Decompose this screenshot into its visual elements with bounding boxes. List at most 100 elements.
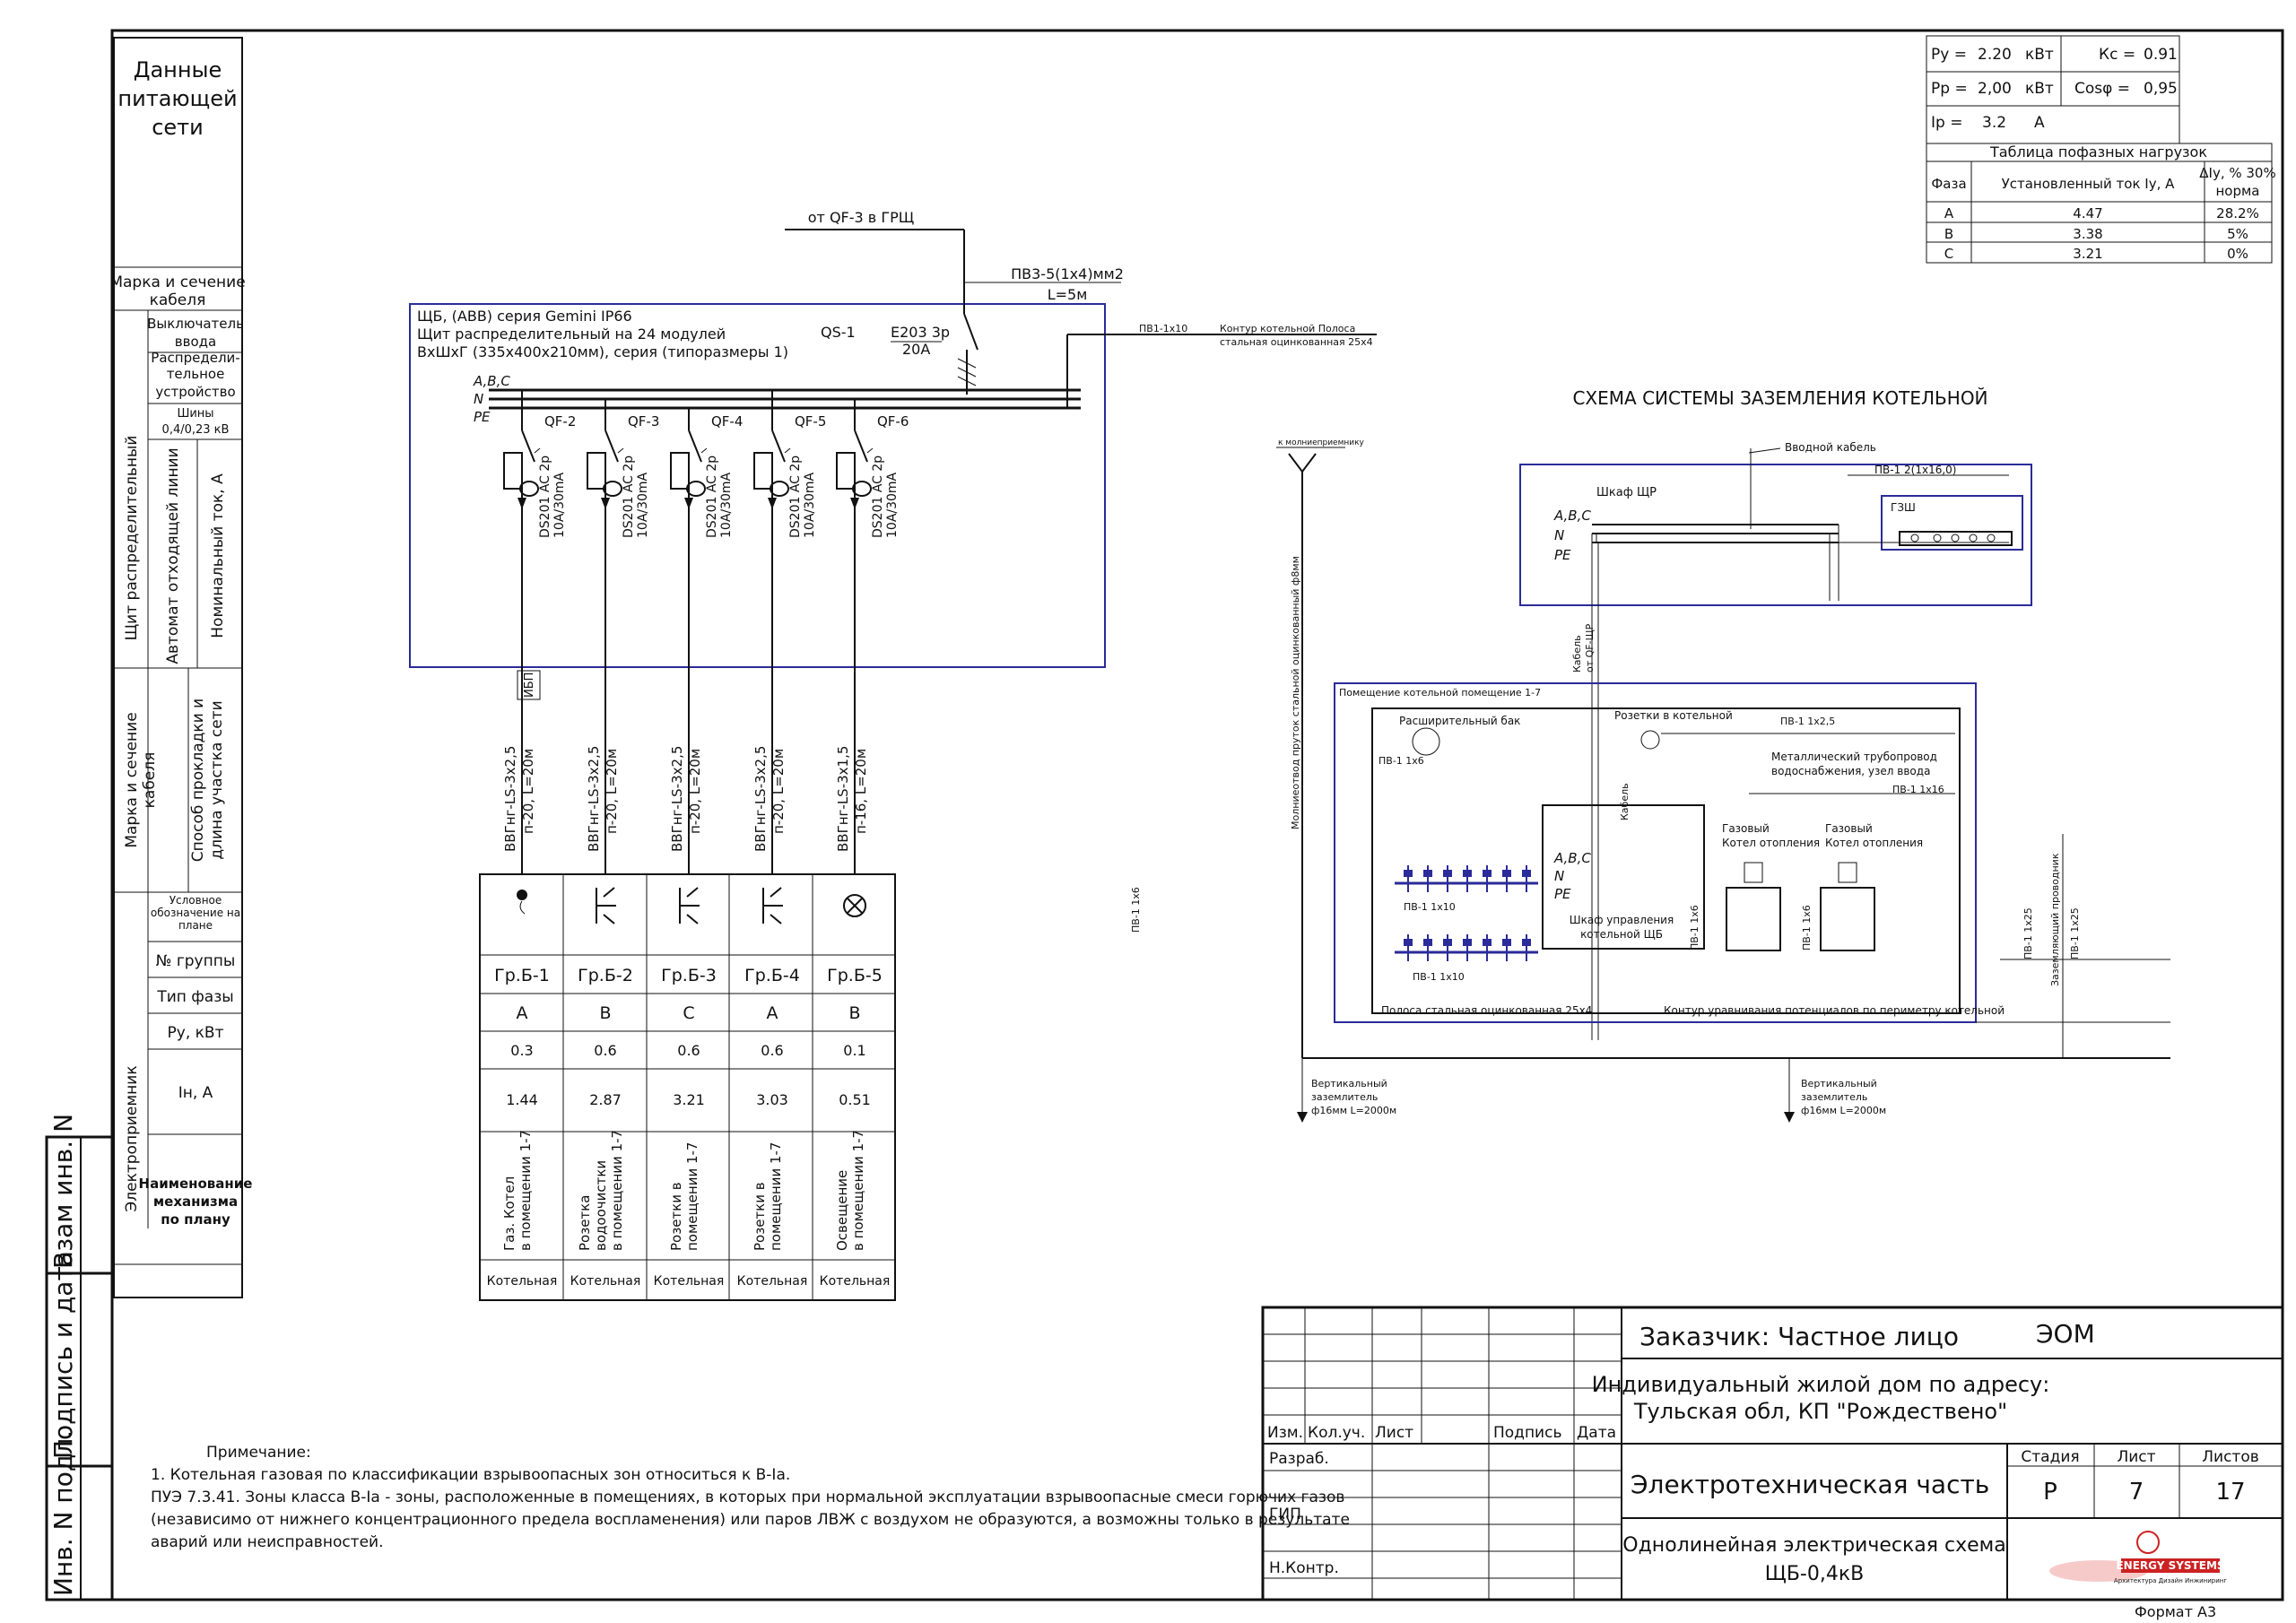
row-a-current: 4.47 xyxy=(2073,205,2102,221)
drawing-l1: Однолинейная электрическая схема xyxy=(1622,1534,2005,1557)
cable-out-l1: Марка и сечение xyxy=(123,712,141,847)
manifold-valve xyxy=(1423,865,1432,892)
vertical-stamp: Взам инв. N Подпись и дата Инв. N подл. xyxy=(45,1114,114,1601)
note-line4: аварий или неисправностей. xyxy=(151,1533,384,1551)
cable-from-l1: Кабель xyxy=(1571,635,1583,673)
pp-label: Рр = xyxy=(1931,80,1968,98)
rod2-l3: ф16мм L=2000м xyxy=(1801,1105,1886,1116)
switch-in-l1: Выключатель xyxy=(147,316,244,332)
format-label: Формат А3 xyxy=(2135,1603,2216,1620)
group-rating: 10A/30mA xyxy=(885,472,900,538)
pv16-label: ПВ-1 2(1х16,0) xyxy=(1874,464,1957,476)
rod1-l3: ф16мм L=2000м xyxy=(1311,1105,1396,1116)
group-room: Котельная xyxy=(654,1274,725,1289)
title-block: Изм. Кол.уч. Лист Подпись Дата Разраб. Г… xyxy=(1261,1306,2284,1620)
manifold-valve xyxy=(1483,865,1492,892)
down-conductor: Молниеотвод пруток стальной оцинкованный… xyxy=(1290,556,1301,829)
group-breaker: DS201 AC 2p xyxy=(705,456,719,538)
group-power: 0.6 xyxy=(677,1042,700,1059)
manifold-valve xyxy=(1463,865,1472,892)
main-breaker-rating: 20A xyxy=(902,341,930,358)
group-laying: п-20, L=20м xyxy=(604,749,620,834)
pv10-label: ПВ-1 1х10 xyxy=(1404,901,1456,913)
group-power: 0.6 xyxy=(761,1042,783,1059)
group-qf: QF-5 xyxy=(795,413,826,430)
object-l2: Тульская обл, КП "Рождествено" xyxy=(1633,1399,2007,1424)
role-control: Н.Контр. xyxy=(1269,1559,1339,1577)
cos-label: Cosφ = xyxy=(2074,80,2130,98)
group-name-line: Розетка xyxy=(577,1195,593,1251)
pv6-vert-2: ПВ-1 1х6 xyxy=(1801,905,1813,950)
group-name-line: в помещении 1-7 xyxy=(850,1130,866,1251)
sheet-frame xyxy=(110,29,2284,1601)
group-room: Котельная xyxy=(487,1274,558,1289)
lightning-label: к молниеприемнику xyxy=(1278,438,1365,447)
object-l1: Индивидуальный жилой дом по адресу: xyxy=(1592,1372,2050,1397)
group-qf: QF-3 xyxy=(628,413,659,430)
mechanism-l1: Наименование xyxy=(139,1176,253,1192)
group-laying: п-20, L=20м xyxy=(770,749,787,834)
group-qf: QF-4 xyxy=(711,413,743,430)
group-name-line: помещении 1-7 xyxy=(684,1142,700,1251)
group-name-line: Розетки в xyxy=(668,1182,684,1251)
control-cabinet xyxy=(1542,804,1705,950)
note-line2: ПУЭ 7.3.41. Зоны класса В-Iа - зоны, рас… xyxy=(151,1488,1344,1506)
stage-value: Р xyxy=(2043,1479,2057,1506)
sheets-value: 17 xyxy=(2215,1479,2245,1506)
boiler2 xyxy=(1820,887,1875,951)
group-rating: 10A/30mA xyxy=(803,472,817,538)
group-current: 0.51 xyxy=(839,1091,871,1108)
row-c-delta: 0% xyxy=(2227,246,2248,262)
group-name-line: Освещение xyxy=(834,1170,850,1251)
pe-note-l2: стальная оцинкованная 25х4 xyxy=(1220,336,1373,348)
ground-cond-label: Заземляющий проводник xyxy=(2049,853,2061,986)
distribution-board: от QF-3 в ГРЩ ПВ3-5(1х4)мм2 L=5м ЩБ, (AB… xyxy=(409,209,1377,700)
dist-board-label: Щит распределительный xyxy=(123,436,141,641)
group-cable: ВВГнг-LS-3х2,5 xyxy=(752,746,769,852)
contour-label: Контур уравнивания потенциалов по периме… xyxy=(1664,1004,2005,1017)
ctrl-abc: A,B,C xyxy=(1553,850,1591,866)
col-phase: Фаза xyxy=(1931,176,1966,192)
col-sign: Подпись xyxy=(1493,1424,1561,1442)
sheet-value: 7 xyxy=(2129,1479,2144,1506)
laying-l2: длина участка сети xyxy=(208,700,226,859)
group-power: 0.6 xyxy=(594,1042,616,1059)
stage-header: Стадия xyxy=(2021,1448,2079,1466)
manifold-valve xyxy=(1522,865,1531,892)
header-data-l2: питающей xyxy=(117,86,237,111)
py-label: Ру = xyxy=(1931,46,1967,64)
receiver-label: Электроприемник xyxy=(123,1065,141,1211)
row-a-phase: А xyxy=(1944,205,1954,221)
control-cab-l2: котельной ЩБ xyxy=(1580,928,1663,941)
board-enclosure xyxy=(409,303,1106,668)
bus-l2: 0,4/0,23 кВ xyxy=(162,423,230,437)
kc-value: 0.91 xyxy=(2144,46,2178,64)
group-circuit xyxy=(836,399,874,917)
board-line2: Щит распределительный на 24 модулей xyxy=(417,325,726,343)
py-unit: кВт xyxy=(2025,46,2054,64)
group-number: Гр.Б-3 xyxy=(661,966,717,985)
row-c-current: 3.21 xyxy=(2073,246,2102,262)
symbol-l2: обозначение на xyxy=(151,907,240,919)
cabinet-shr xyxy=(1519,464,2032,606)
supply-cable: ПВ3-5(1х4)мм2 xyxy=(1011,265,1124,282)
bus-abc: A,B,C xyxy=(473,373,510,389)
gzsh-label: ГЗШ xyxy=(1891,501,1916,514)
group-name-line: водоочистки xyxy=(593,1160,609,1251)
col-date: Дата xyxy=(1577,1424,1616,1442)
logo-sub: Архитектура Дизайн Инжиниринг xyxy=(2114,1577,2227,1584)
row-c-phase: С xyxy=(1944,246,1953,262)
current-label: Iн, А xyxy=(178,1084,213,1102)
row-b-phase: В xyxy=(1944,226,1953,242)
energy-systems-logo: ENERGY SYSTEMS Архитектура Дизайн Инжини… xyxy=(2049,1531,2227,1584)
manifold-valve xyxy=(1483,934,1492,961)
manifold-valve xyxy=(1463,934,1472,961)
group-breaker: DS201 AC 2p xyxy=(871,456,885,538)
group-laying: п-20, L=20м xyxy=(520,749,536,834)
stamp-signature-date: Подпись и дата xyxy=(48,1251,78,1459)
boiler2-l2: Котел отопления xyxy=(1825,837,1923,849)
phase-type-label: Тип фазы xyxy=(156,988,233,1006)
gr-pe: PE xyxy=(1554,547,1571,563)
pv25-label: ПВ-1 1х2,5 xyxy=(1780,716,1835,727)
